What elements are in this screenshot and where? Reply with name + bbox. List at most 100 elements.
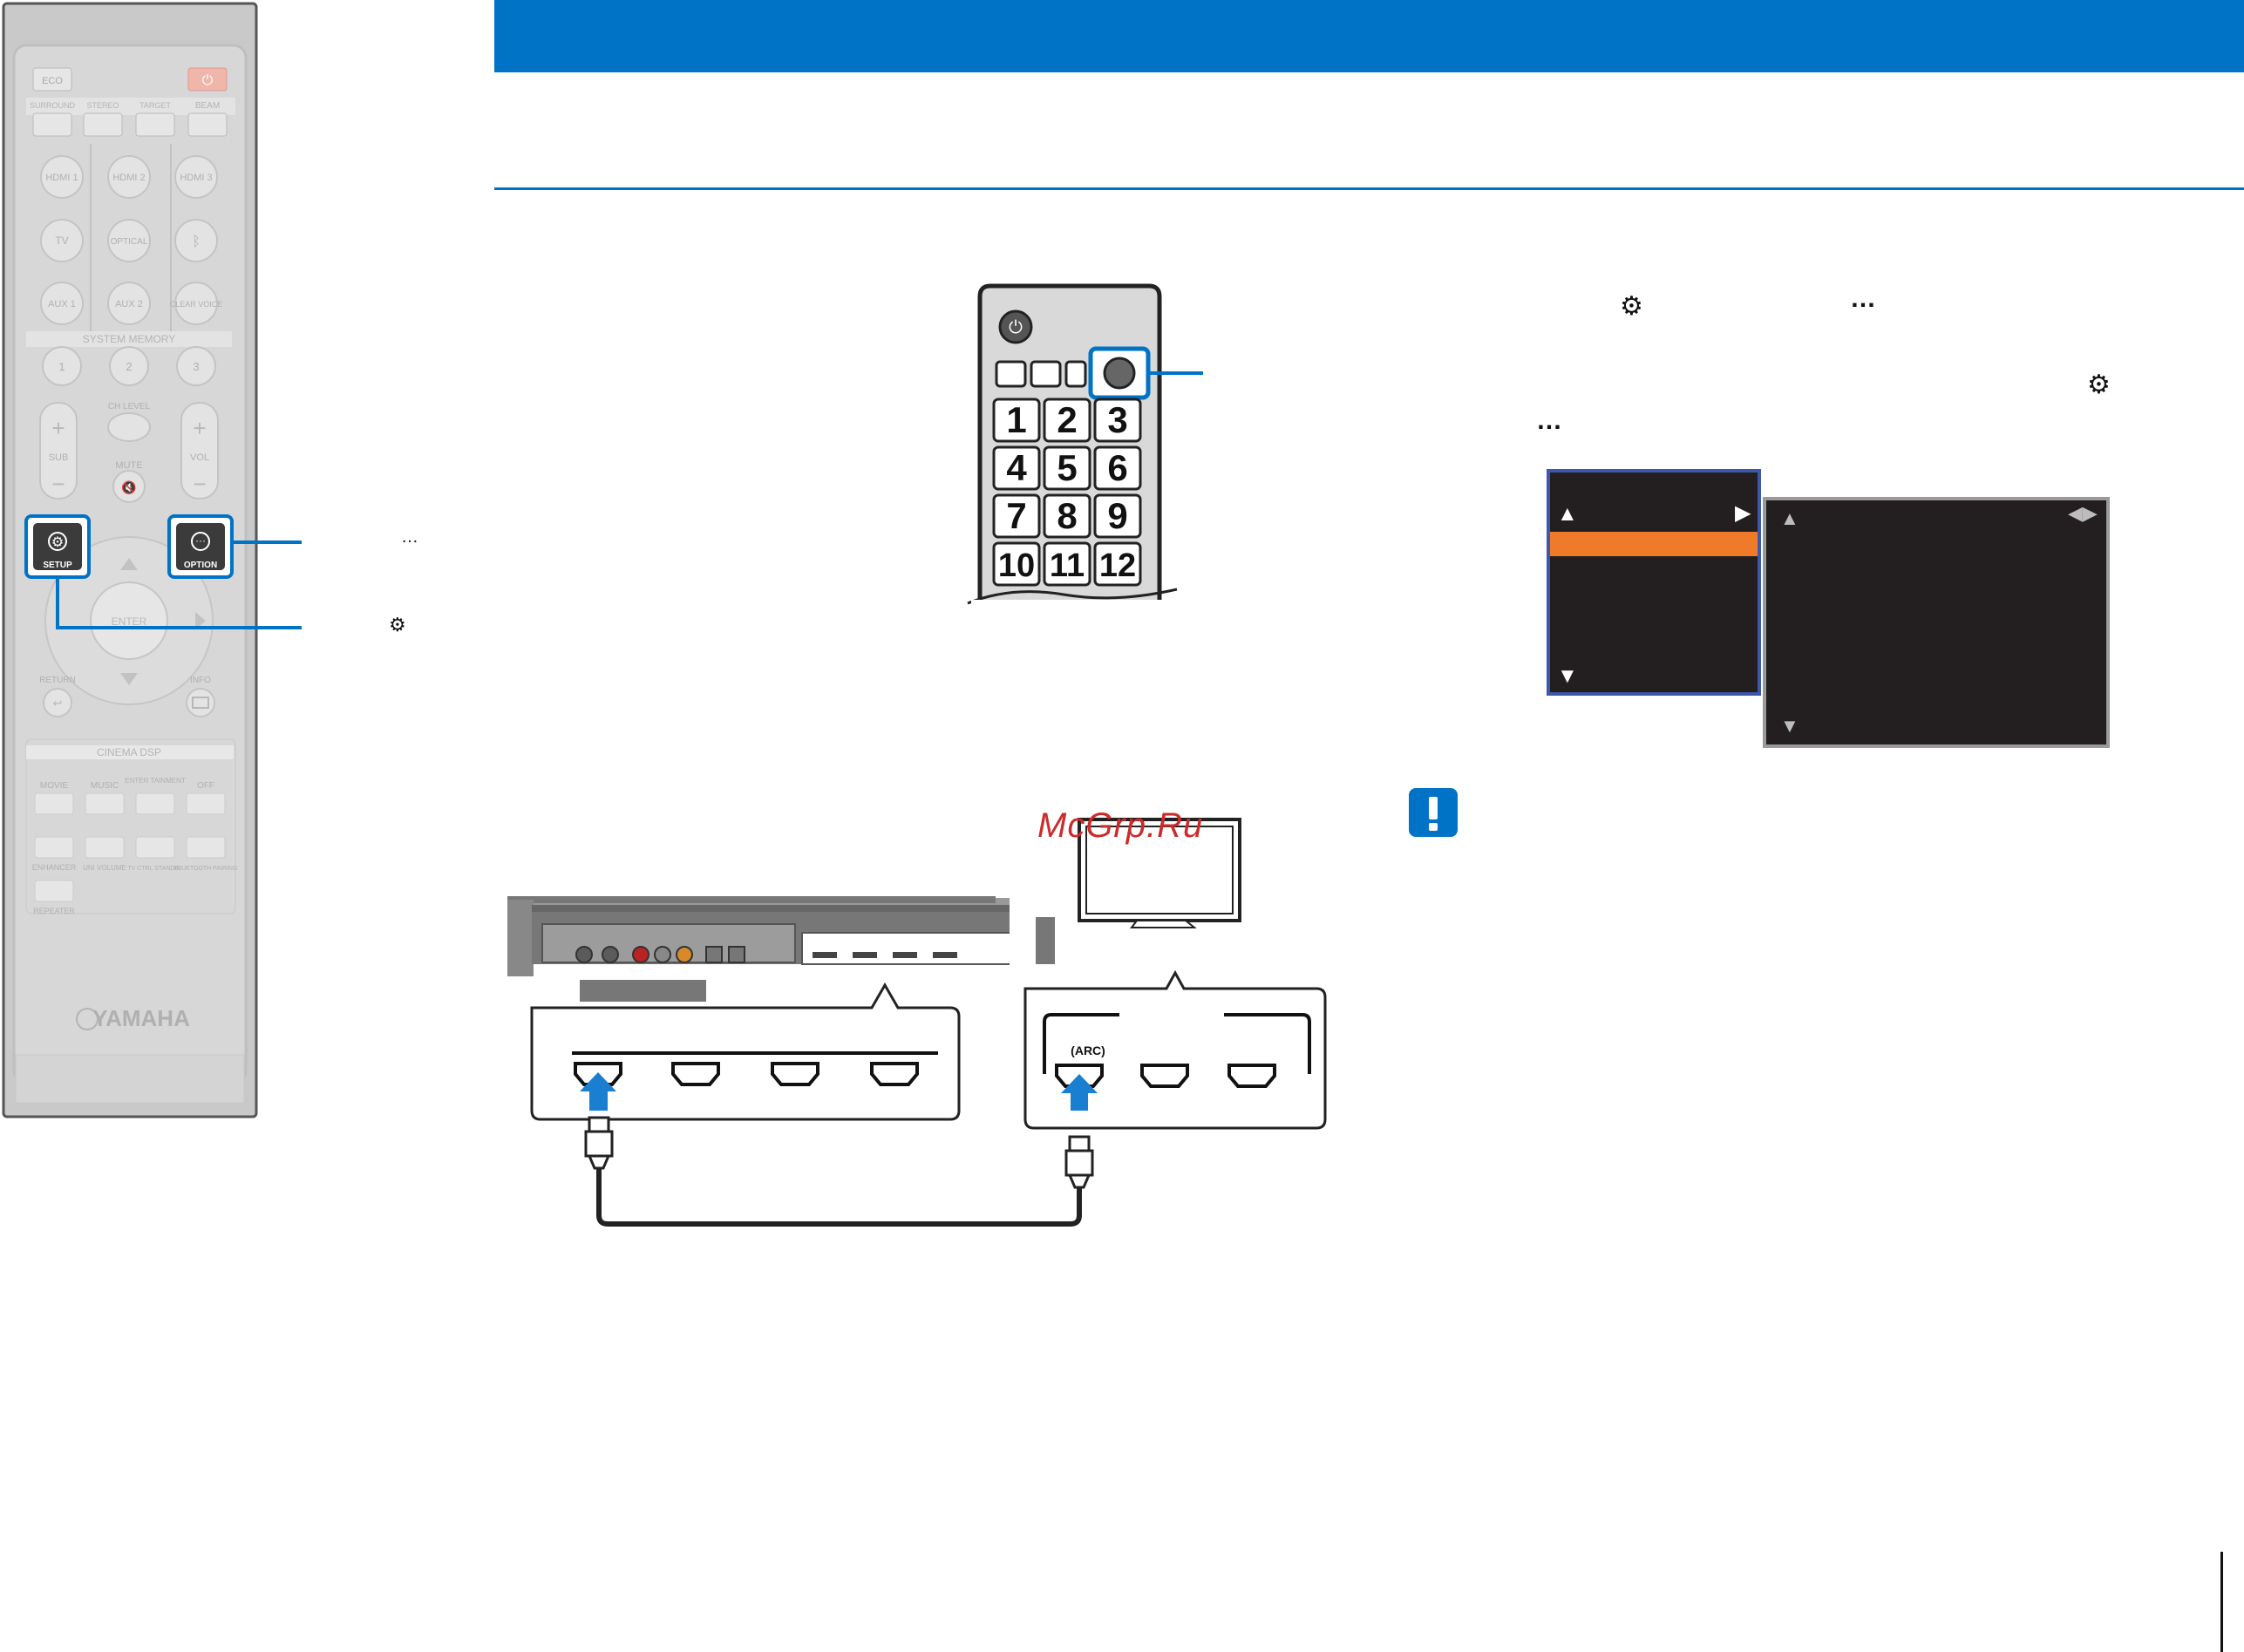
yamaha-remote-illustration: ECO ⏻ SURROUND STEREO TARGET BEAM HDMI 1… bbox=[2, 2, 302, 1118]
svg-text:+: + bbox=[193, 415, 206, 441]
note-alert-icon bbox=[1409, 788, 1458, 837]
tv-number-key-10[interactable] bbox=[992, 541, 1041, 587]
option-label: OPTION bbox=[184, 561, 217, 570]
tv-number-key-7[interactable] bbox=[992, 493, 1041, 539]
tv-ctrl-standby-button[interactable] bbox=[135, 836, 175, 859]
info-button[interactable] bbox=[186, 688, 215, 717]
off-label: OFF bbox=[197, 781, 214, 791]
repeater-button[interactable] bbox=[34, 880, 74, 902]
arc-label: (ARC) bbox=[1071, 1044, 1105, 1057]
nav-right-icon bbox=[195, 612, 206, 629]
memory-1-label: 1 bbox=[58, 360, 65, 373]
hdmi2-label: HDMI 2 bbox=[112, 173, 145, 183]
volume-rocker[interactable] bbox=[180, 402, 219, 500]
optical-label: OPTICAL bbox=[111, 237, 148, 247]
tv-number-key-3[interactable] bbox=[1093, 398, 1142, 443]
tv-number-key-label: 3 bbox=[1107, 399, 1127, 440]
tv-number-key-label: 12 bbox=[1099, 547, 1136, 584]
nav-down-icon bbox=[120, 673, 138, 685]
tv-input-button[interactable] bbox=[1103, 357, 1136, 390]
target-button[interactable] bbox=[135, 112, 175, 137]
tv-power-button[interactable] bbox=[998, 309, 1033, 344]
power-button[interactable] bbox=[187, 67, 228, 92]
sub-rocker[interactable] bbox=[39, 402, 78, 500]
uni-volume-button[interactable] bbox=[85, 836, 125, 859]
tv-color-button-1[interactable] bbox=[995, 360, 1027, 388]
ch-level-button[interactable] bbox=[107, 412, 151, 442]
tv-number-key-12[interactable] bbox=[1093, 541, 1142, 587]
bluetooth-pairing-button[interactable] bbox=[186, 836, 226, 859]
option-callout-symbol: … bbox=[401, 527, 418, 547]
setup-menu-highlighted-item[interactable] bbox=[1550, 532, 1758, 556]
memory-3-button[interactable] bbox=[176, 346, 216, 386]
tv-number-key-4[interactable] bbox=[992, 445, 1041, 491]
tv-number-key-label: 7 bbox=[1006, 495, 1026, 536]
uni-volume-label: UNI VOLUME bbox=[83, 864, 126, 872]
optical-button[interactable] bbox=[107, 219, 151, 262]
bluetooth-button[interactable] bbox=[174, 219, 218, 262]
setup-callout-icon: ⚙ bbox=[389, 614, 406, 636]
option-dots-icon: ··· bbox=[195, 534, 206, 547]
hdmi-cable bbox=[596, 1168, 1082, 1227]
tv-number-key-label: 6 bbox=[1107, 447, 1127, 488]
aux1-label: AUX 1 bbox=[48, 299, 76, 309]
stereo-label: STEREO bbox=[86, 101, 119, 110]
off-button[interactable] bbox=[186, 792, 226, 815]
mute-button[interactable] bbox=[112, 470, 146, 503]
stereo-button[interactable] bbox=[83, 112, 123, 137]
vol-label: VOL bbox=[190, 452, 209, 463]
setup-label: SETUP bbox=[43, 561, 72, 570]
aux2-label: AUX 2 bbox=[115, 299, 143, 309]
beam-label: BEAM bbox=[195, 101, 220, 111]
enter-button[interactable] bbox=[90, 581, 168, 660]
tv-color-button-2[interactable] bbox=[1030, 360, 1062, 388]
system-memory-label: SYSTEM MEMORY bbox=[83, 333, 175, 345]
beam-button[interactable] bbox=[187, 112, 228, 137]
instruction-option-icon: … bbox=[1850, 284, 1876, 313]
music-button[interactable] bbox=[85, 792, 125, 815]
instruction-setup-gear-icon: ⚙ bbox=[2087, 371, 2111, 399]
memory-2-label: 2 bbox=[126, 360, 132, 373]
entertainment-button[interactable] bbox=[135, 792, 175, 815]
ch-level-label: CH LEVEL bbox=[108, 402, 151, 411]
tv-number-key-8[interactable] bbox=[1043, 493, 1091, 539]
tv-number-key-label: 2 bbox=[1057, 399, 1077, 440]
setup-menu-up-arrow-icon: ▲ bbox=[1557, 502, 1578, 526]
aux2-button[interactable] bbox=[107, 282, 151, 325]
hdmi-connection-diagram: (ARC) bbox=[488, 818, 1327, 1227]
tv-ctrl-standby-label: TV CTRL STANDBY bbox=[127, 866, 183, 872]
memory-1-button[interactable] bbox=[42, 346, 82, 386]
setup-menu-down-arrow-icon: ▼ bbox=[1557, 664, 1578, 688]
movie-button[interactable] bbox=[34, 792, 74, 815]
tv-hdmi-port bbox=[1227, 1064, 1276, 1088]
tv-plug-arrow-icon bbox=[1061, 1074, 1098, 1111]
tv-button[interactable] bbox=[40, 219, 84, 262]
hdmi3-button[interactable] bbox=[174, 155, 218, 199]
tv-number-key-1[interactable] bbox=[992, 398, 1041, 443]
tv-number-key-6[interactable] bbox=[1093, 445, 1142, 491]
brand-logo-text: YAMAHA bbox=[92, 1005, 190, 1031]
entertainment-label: ENTER TAINMENT bbox=[125, 777, 186, 785]
hdmi2-button[interactable] bbox=[107, 155, 151, 199]
clear-voice-button[interactable] bbox=[174, 282, 218, 325]
tv-number-key-5[interactable] bbox=[1043, 445, 1091, 491]
eco-button[interactable] bbox=[32, 67, 72, 92]
yamaha-logo-icon bbox=[76, 1008, 99, 1030]
hdmi3-label: HDMI 3 bbox=[180, 173, 212, 183]
aux1-button[interactable] bbox=[40, 282, 84, 325]
tv-number-key-label: 1 bbox=[1006, 399, 1026, 440]
tv-number-key-label: 5 bbox=[1057, 447, 1077, 488]
tv-number-key-2[interactable] bbox=[1043, 398, 1091, 443]
surround-button[interactable] bbox=[32, 112, 72, 137]
enhancer-button[interactable] bbox=[34, 836, 74, 859]
return-button[interactable] bbox=[43, 688, 72, 717]
option-button[interactable] bbox=[176, 523, 225, 570]
soundbar-hdmi-panel bbox=[801, 932, 1025, 965]
return-label: RETURN bbox=[39, 676, 76, 685]
hdmi1-button[interactable] bbox=[40, 155, 84, 199]
tv-hdmi-port bbox=[1140, 1064, 1189, 1088]
tv-number-key-11[interactable] bbox=[1043, 541, 1091, 587]
tv-number-key-9[interactable] bbox=[1093, 493, 1142, 539]
setup-button[interactable] bbox=[33, 523, 82, 570]
memory-2-button[interactable] bbox=[109, 346, 149, 386]
